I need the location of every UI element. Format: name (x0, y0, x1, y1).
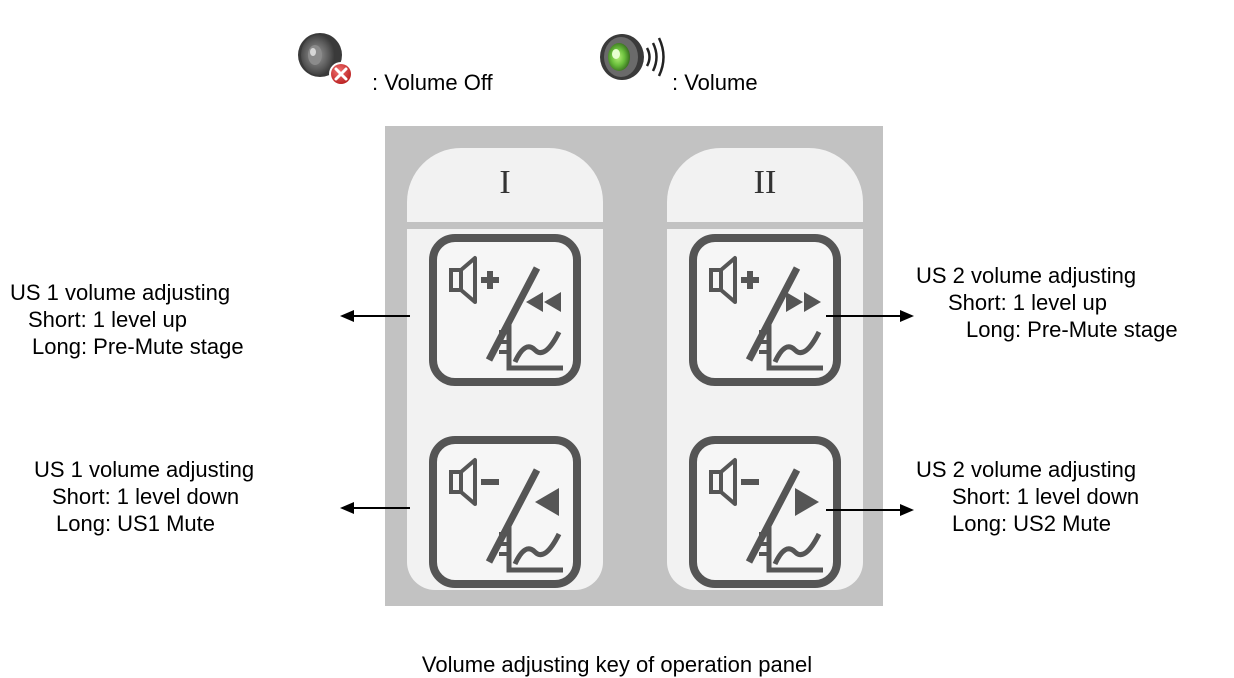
volume-on-legend-label: : Volume (672, 70, 758, 95)
callout-long: Long: Pre-Mute stage (966, 317, 1178, 342)
us2-volume-up-key[interactable] (685, 230, 845, 390)
us1-volume-down-key[interactable] (425, 432, 585, 592)
us2-volume-down-key[interactable] (685, 432, 845, 592)
callout-title: US 2 volume adjusting (916, 263, 1137, 288)
column-divider (407, 222, 603, 229)
callout-title: US 2 volume adjusting (916, 457, 1137, 482)
callout-title: US 1 volume adjusting (10, 280, 231, 305)
column-divider (667, 222, 863, 229)
callout-long: Long: Pre-Mute stage (32, 334, 244, 359)
speaker-sound-icon (592, 30, 665, 96)
arrowhead-us2-up (900, 310, 914, 322)
operation-panel: I II (385, 126, 883, 606)
callout-long: Long: US1 Mute (56, 511, 215, 536)
callout-long: Long: US2 Mute (952, 511, 1111, 536)
arrowhead-us1-up (340, 310, 354, 322)
us1-down-callout: US 1 volume adjusting Short: 1 level dow… (34, 456, 254, 537)
volume-off-legend-label: : Volume Off (372, 70, 493, 95)
us1-up-callout: US 1 volume adjusting Short: 1 level up … (10, 279, 244, 360)
us2-down-callout: US 2 volume adjusting Short: 1 level dow… (916, 456, 1139, 537)
us1-volume-up-key[interactable] (425, 230, 585, 390)
column-1-label: I (499, 164, 511, 201)
arrowhead-us1-down (340, 502, 354, 514)
callout-short: Short: 1 level up (948, 290, 1107, 315)
volume-down-play-back-icon (429, 436, 581, 588)
arrowhead-us2-down (900, 504, 914, 516)
column-2-label: II (753, 164, 777, 201)
figure-caption: Volume adjusting key of operation panel (421, 652, 813, 677)
volume-up-rewind-icon (429, 234, 581, 386)
volume-down-play-icon (689, 436, 841, 588)
callout-title: US 1 volume adjusting (34, 457, 255, 482)
volume-up-fast-forward-icon (689, 234, 841, 386)
callout-short: Short: 1 level up (28, 307, 187, 332)
speaker-muted-icon (290, 30, 360, 96)
callout-short: Short: 1 level down (52, 484, 240, 509)
callout-short: Short: 1 level down (952, 484, 1140, 509)
us2-up-callout: US 2 volume adjusting Short: 1 level up … (916, 262, 1178, 343)
